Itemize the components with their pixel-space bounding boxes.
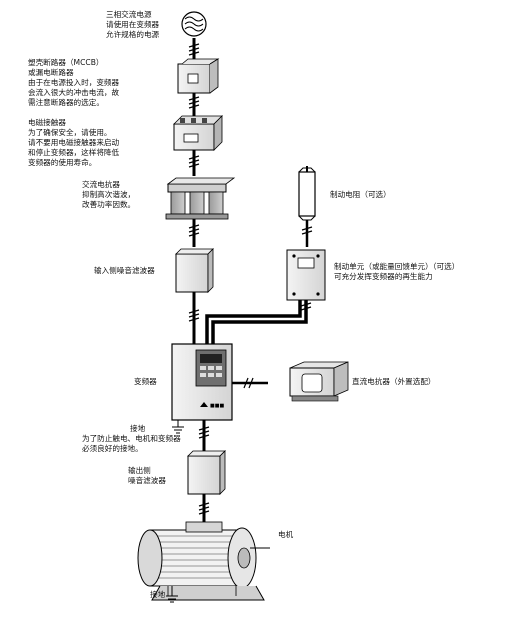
mccb-label: 塑壳断路器（MCCB）或漏电断路器由于在电源投入时，变频器会流入很大的冲击电流，… <box>28 58 120 107</box>
output-filter-label: 输出侧噪音滤波器 <box>128 466 166 485</box>
svg-text:■■■: ■■■ <box>210 403 224 409</box>
inverter-symbol: ■■■ <box>171 343 233 421</box>
contactor-symbol <box>173 115 223 151</box>
braking-unit-symbol <box>286 249 326 301</box>
motor-symbol <box>137 521 270 601</box>
phase-ticks <box>188 43 210 515</box>
braking-resistor-label: 制动电阻（可选） <box>330 190 391 199</box>
dc-reactor-connection <box>232 377 268 389</box>
mccb-symbol <box>177 58 220 94</box>
motor-ground-symbol <box>166 586 178 603</box>
main-wiring <box>192 38 206 525</box>
motor-ground-label: 接地 <box>150 590 166 599</box>
power-source-symbol <box>181 11 207 37</box>
dc-reactor-symbol <box>289 361 349 402</box>
dc-reactor-label: 直流电抗器（外置选配） <box>352 377 436 386</box>
ac-reactor-label: 交流电抗器抑制高次谐波，改善功率因数。 <box>82 180 136 209</box>
input-filter-symbol <box>175 248 214 293</box>
motor-label: 电机 <box>278 530 294 539</box>
braking-unit-label: 制动单元（或能量回馈单元）（可选）可充分发挥变频器的再生能力 <box>334 262 460 281</box>
inverter-ground-symbol <box>172 420 184 434</box>
inverter-label: 变频器 <box>134 377 157 386</box>
output-filter-symbol <box>187 450 226 495</box>
grounding-label: 接地为了防止触电、电机和变频器必须良好的接地。 <box>82 424 181 453</box>
power-source-label: 三相交流电源请使用在变频器允许规格的电源 <box>106 10 160 39</box>
ac-reactor-symbol <box>165 177 236 220</box>
input-filter-label: 输入侧噪音滤波器 <box>94 266 155 275</box>
braking-connection <box>205 300 308 344</box>
contactor-label: 电磁接触器为了确保安全，请使用。请不要用电磁接触器来启动和停止变频器，这样将降低… <box>28 118 120 167</box>
braking-resistor-symbol <box>298 166 316 247</box>
